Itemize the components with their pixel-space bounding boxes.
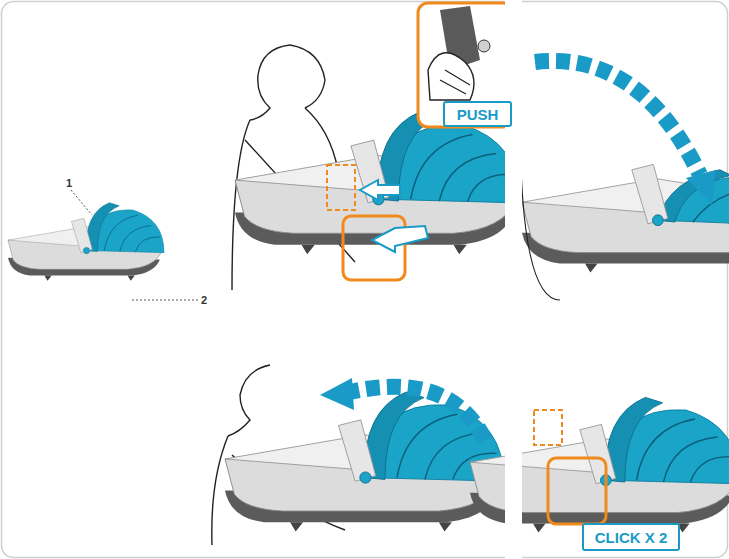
panel-gap [505, 400, 522, 559]
person-part [212, 436, 228, 545]
click-label: CLICK X 2 [582, 523, 680, 551]
person-part [228, 365, 270, 436]
leader-line [71, 190, 92, 215]
carrycot-step3 [225, 392, 504, 531]
detail-marker [327, 165, 355, 210]
motion-arrow [350, 387, 485, 440]
person-part [290, 45, 325, 108]
person-arm [520, 115, 560, 300]
person-part [305, 108, 338, 170]
motion-arrow [535, 61, 700, 175]
carrycot-step1 [235, 112, 520, 255]
carrycot-step2 [522, 164, 729, 272]
panel-gap [505, 0, 522, 559]
motion-arrow-head [320, 378, 354, 410]
leader-line [130, 300, 198, 301]
carrycot-overview-part [71, 218, 92, 253]
carrycot-overview [8, 203, 164, 281]
detail-marker [534, 410, 562, 445]
hand-detail-part [428, 53, 474, 100]
hand-detail-part [440, 70, 470, 94]
hand-detail [428, 6, 490, 100]
callout-number: 1 [66, 178, 72, 189]
callout-number: 2 [201, 295, 207, 306]
inset-frame [418, 3, 513, 127]
carrycot-step4-part [580, 424, 616, 485]
label-text: PUSH [457, 107, 499, 122]
label-text: CLICK X 2 [595, 530, 668, 545]
hand-detail-part [478, 40, 490, 52]
motion-arrow-head [686, 170, 716, 205]
carrycot-step4-part [605, 397, 729, 483]
person-part [250, 45, 290, 120]
carrycot-step2-part [632, 164, 668, 225]
push-arrow [372, 226, 428, 252]
carrycot-step3-part [338, 420, 375, 483]
carrycot-overview-part [86, 203, 164, 253]
detail-marker [548, 458, 606, 524]
push-arrow [360, 180, 400, 200]
push-label: PUSH [443, 101, 512, 127]
